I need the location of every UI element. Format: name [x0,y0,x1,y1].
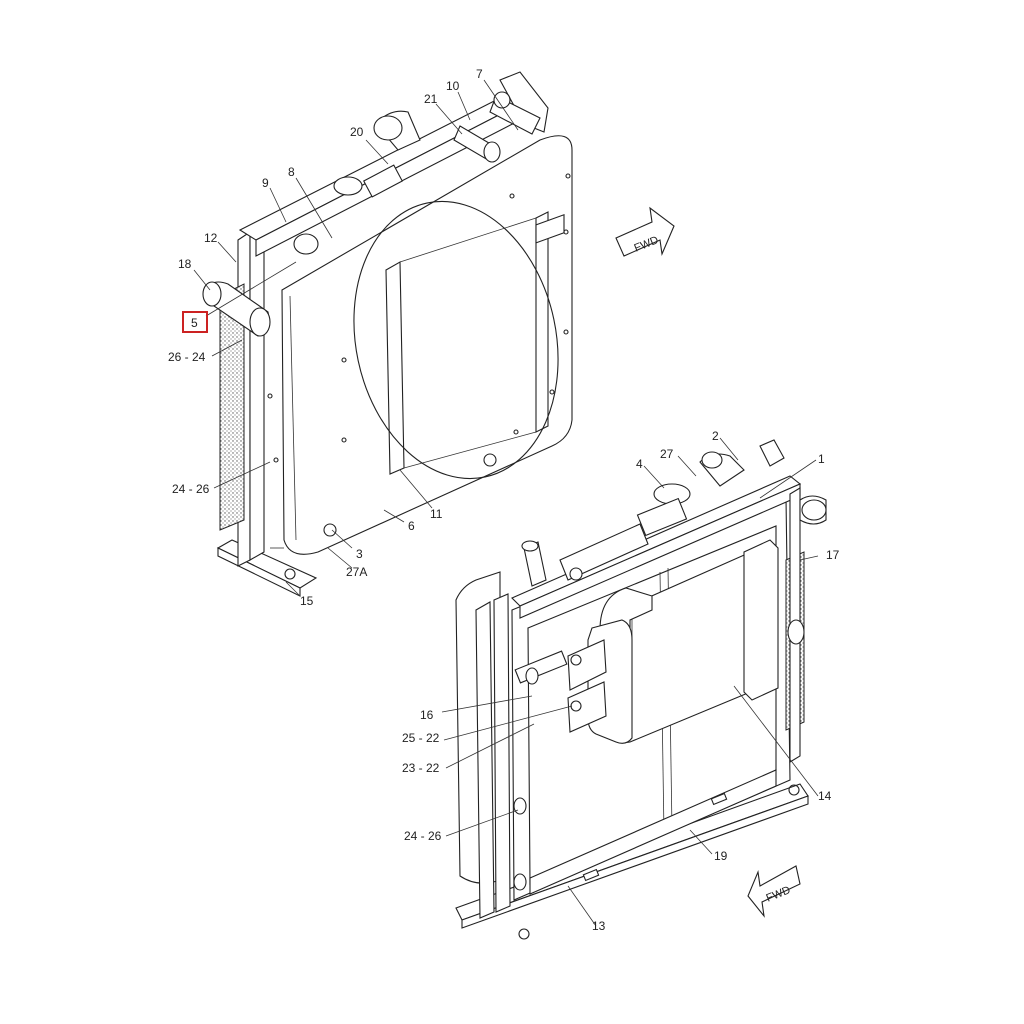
upper-filler-neck [333,176,363,196]
lower-radiator-assembly [455,439,827,940]
callout-4: 4 [636,457,643,471]
callout-1: 1 [818,452,825,466]
fan-shroud [281,135,573,555]
callout-16: 16 [420,708,434,722]
callout-5-highlight-box [182,311,208,333]
callout-19: 19 [714,849,728,863]
callout-17: 17 [826,548,840,562]
callout-14: 14 [818,789,832,803]
cooler-mount-bracket [567,639,607,691]
upper-cooler-core-stippled [219,283,245,531]
callout-15: 15 [300,594,314,608]
callout-9: 9 [262,176,269,190]
callout-2: 2 [712,429,719,443]
fwd-arrow-bottom: FWD [747,865,801,918]
callout-27a: 27A [346,565,367,579]
upper-radiator-assembly [202,71,573,597]
callout-8: 8 [288,165,295,179]
callout-24-26-lower: 24 - 26 [404,829,442,843]
callout-5: 5 [191,316,198,330]
callout-18: 18 [178,257,192,271]
callout-25-22: 25 - 22 [402,731,440,745]
callout-labels: 7 10 21 20 9 8 12 18 5 26 - 24 24 - 26 3… [168,67,840,933]
fan-opening [353,200,559,480]
callout-21: 21 [424,92,438,106]
callout-20: 20 [350,125,364,139]
callout-3: 3 [356,547,363,561]
callout-13: 13 [592,919,606,933]
callout-26-24-upper: 26 - 24 [168,350,206,364]
leader-lines [193,79,819,927]
callout-23-22: 23 - 22 [402,761,440,775]
callout-6: 6 [408,519,415,533]
callout-10: 10 [446,79,460,93]
callout-24-26-upper: 24 - 26 [172,482,210,496]
callout-27: 27 [660,447,674,461]
callout-12: 12 [204,231,218,245]
fwd-arrow-top: FWD [615,206,675,257]
callout-11: 11 [430,507,443,521]
callout-7: 7 [476,67,483,81]
